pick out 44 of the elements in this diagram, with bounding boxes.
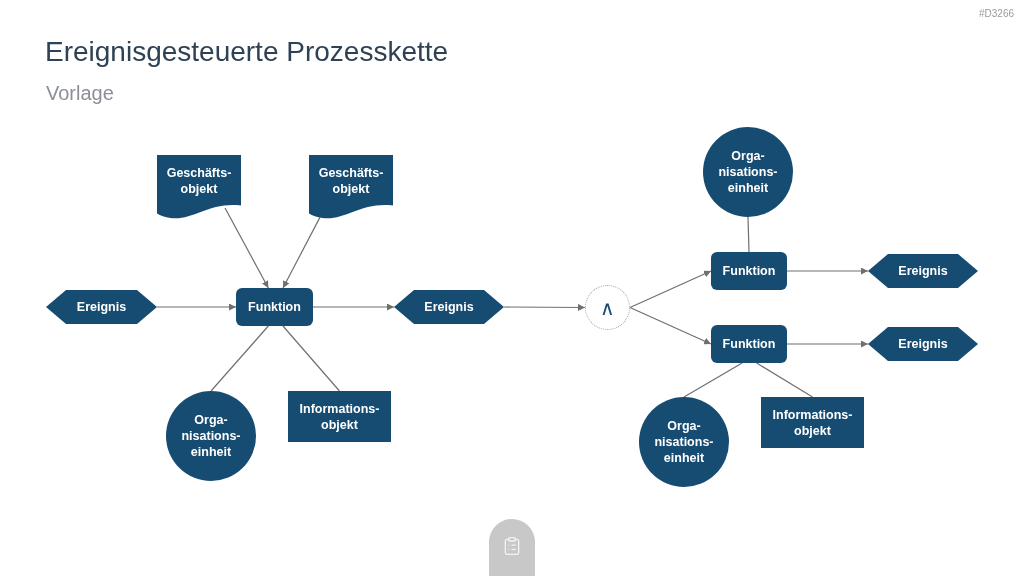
document-shape — [157, 155, 241, 218]
document-label: Geschäfts- objekt — [317, 165, 385, 197]
event-hexagon — [46, 290, 157, 324]
information-label: Informations- objekt — [771, 406, 854, 439]
reference-code: #D3266 — [979, 8, 1015, 20]
arrow — [786, 267, 869, 275]
function-box — [711, 252, 787, 290]
arrow — [312, 303, 395, 311]
organization-label: Orga- nisations- einheit — [717, 148, 779, 196]
document-label: Geschäfts- objekt — [165, 165, 233, 197]
event-label: Ereignis — [898, 263, 948, 279]
function-label: Funktion — [722, 263, 776, 279]
organization-label: Orga- nisations- einheit — [180, 412, 242, 460]
event-hexagon — [868, 254, 978, 288]
function-box — [711, 325, 787, 363]
arrow — [282, 216, 321, 289]
function-box — [236, 288, 313, 326]
connector-line — [210, 325, 269, 392]
arrow — [786, 340, 869, 348]
information-label: Informations- objekt — [298, 400, 381, 433]
title: Ereignisgesteuerte Prozesskette — [45, 35, 449, 69]
connector-line — [282, 325, 341, 392]
arrow — [629, 270, 712, 309]
information-box — [761, 397, 864, 448]
and-connector — [585, 285, 630, 330]
operator-symbol: ∧ — [600, 296, 615, 319]
arrow — [156, 303, 237, 311]
event-hexagon — [394, 290, 504, 324]
information-box — [288, 391, 391, 442]
arrow — [629, 306, 712, 345]
arrow — [224, 207, 269, 289]
organization-label: Orga- nisations- einheit — [653, 418, 715, 466]
connector-line — [683, 362, 743, 398]
connector-line — [756, 362, 814, 398]
connector-line — [747, 216, 750, 253]
event-label: Ereignis — [424, 299, 474, 315]
event-label: Ereignis — [76, 299, 127, 315]
arrow — [503, 303, 586, 311]
subtitle: Vorlage — [46, 81, 114, 105]
event-hexagon — [868, 327, 978, 361]
function-label: Funktion — [722, 336, 776, 352]
event-label: Ereignis — [898, 336, 948, 352]
function-label: Funktion — [248, 299, 301, 315]
document-shape — [309, 155, 393, 218]
